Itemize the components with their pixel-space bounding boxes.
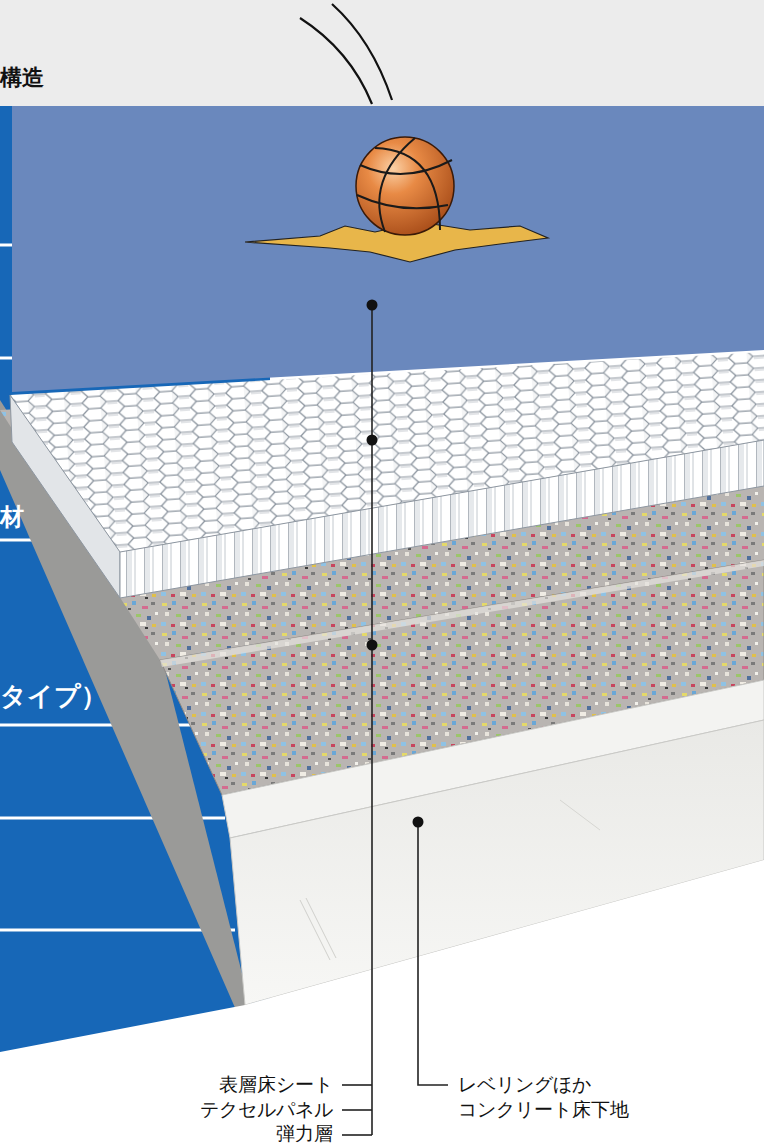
surface-sheet (12, 106, 764, 392)
part-label: 材 (0, 502, 24, 532)
leader-dot (367, 300, 378, 311)
leader-dot (413, 817, 424, 828)
leader-dot (367, 435, 378, 446)
honeycomb-side (10, 395, 120, 598)
part-label: 表層床シート (219, 1073, 333, 1097)
leader-dot (367, 640, 378, 651)
basketball (356, 137, 454, 235)
diagram-title: 構造 (0, 64, 44, 92)
cut-away (0, 860, 764, 1148)
part-label: テクセルパネル (200, 1098, 333, 1122)
leader-lines (342, 305, 448, 1135)
part-label: 弾力層 (276, 1122, 333, 1146)
honeycomb-front (120, 440, 764, 598)
part-label: レベリングほか コンクリート床下地 (458, 1072, 698, 1122)
motion-line (332, 4, 392, 100)
motion-line (300, 18, 372, 104)
header-band (0, 0, 764, 106)
part-label: タイプ） (0, 680, 107, 713)
